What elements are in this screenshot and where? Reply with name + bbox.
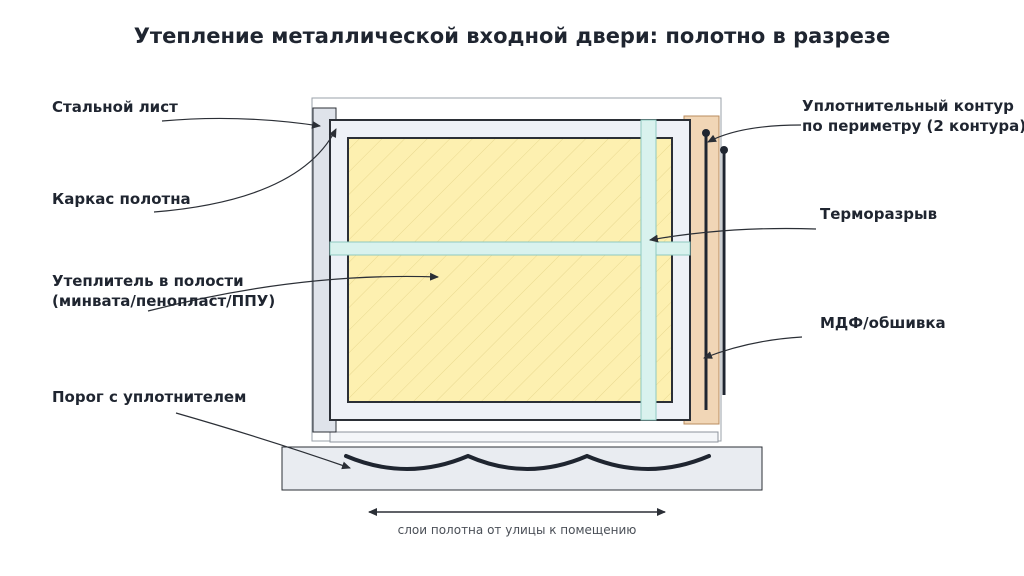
direction-caption: слои полотна от улицы к помещению [397,523,637,537]
threshold-seal [344,453,711,471]
diagram-title: Утепление металлической входной двери: п… [133,24,891,48]
label-mdf: МДФ/обшивка [820,314,946,332]
label-threshold: Порог с уплотнителем [52,388,247,406]
leader-frame [153,128,337,213]
leader-mdf [703,336,803,359]
label-seal-line2: по периметру (2 контура) [802,117,1024,135]
leader-steel-sheet [161,117,321,129]
label-frame: Каркас полотна [52,190,191,208]
label-insulation-line2: (минвата/пенопласт/ППУ) [52,292,276,310]
seal-contour-2-dot [720,146,728,154]
seal-contour-1-dot [702,129,710,137]
label-insulation: Утеплитель в полости (минвата/пенопласт/… [52,271,275,311]
label-insulation-line1: Утеплитель в полости [52,272,244,290]
label-steel-sheet: Стальной лист [52,98,178,116]
thermal-break-horizontal [329,241,691,256]
label-seal: Уплотнительный контур по периметру (2 ко… [802,96,1024,136]
leader-insulation [147,272,439,312]
leader-thermal-break [649,227,817,243]
label-seal-line1: Уплотнительный контур [802,97,1014,115]
frame-inner [347,137,673,403]
insulation-hatch [347,137,673,403]
label-thermal-break: Терморазрыв [820,205,938,223]
bottom-strip [329,431,719,443]
thermal-break-vertical [640,119,657,421]
leader-seal [707,124,802,143]
leader-threshold [175,412,351,470]
